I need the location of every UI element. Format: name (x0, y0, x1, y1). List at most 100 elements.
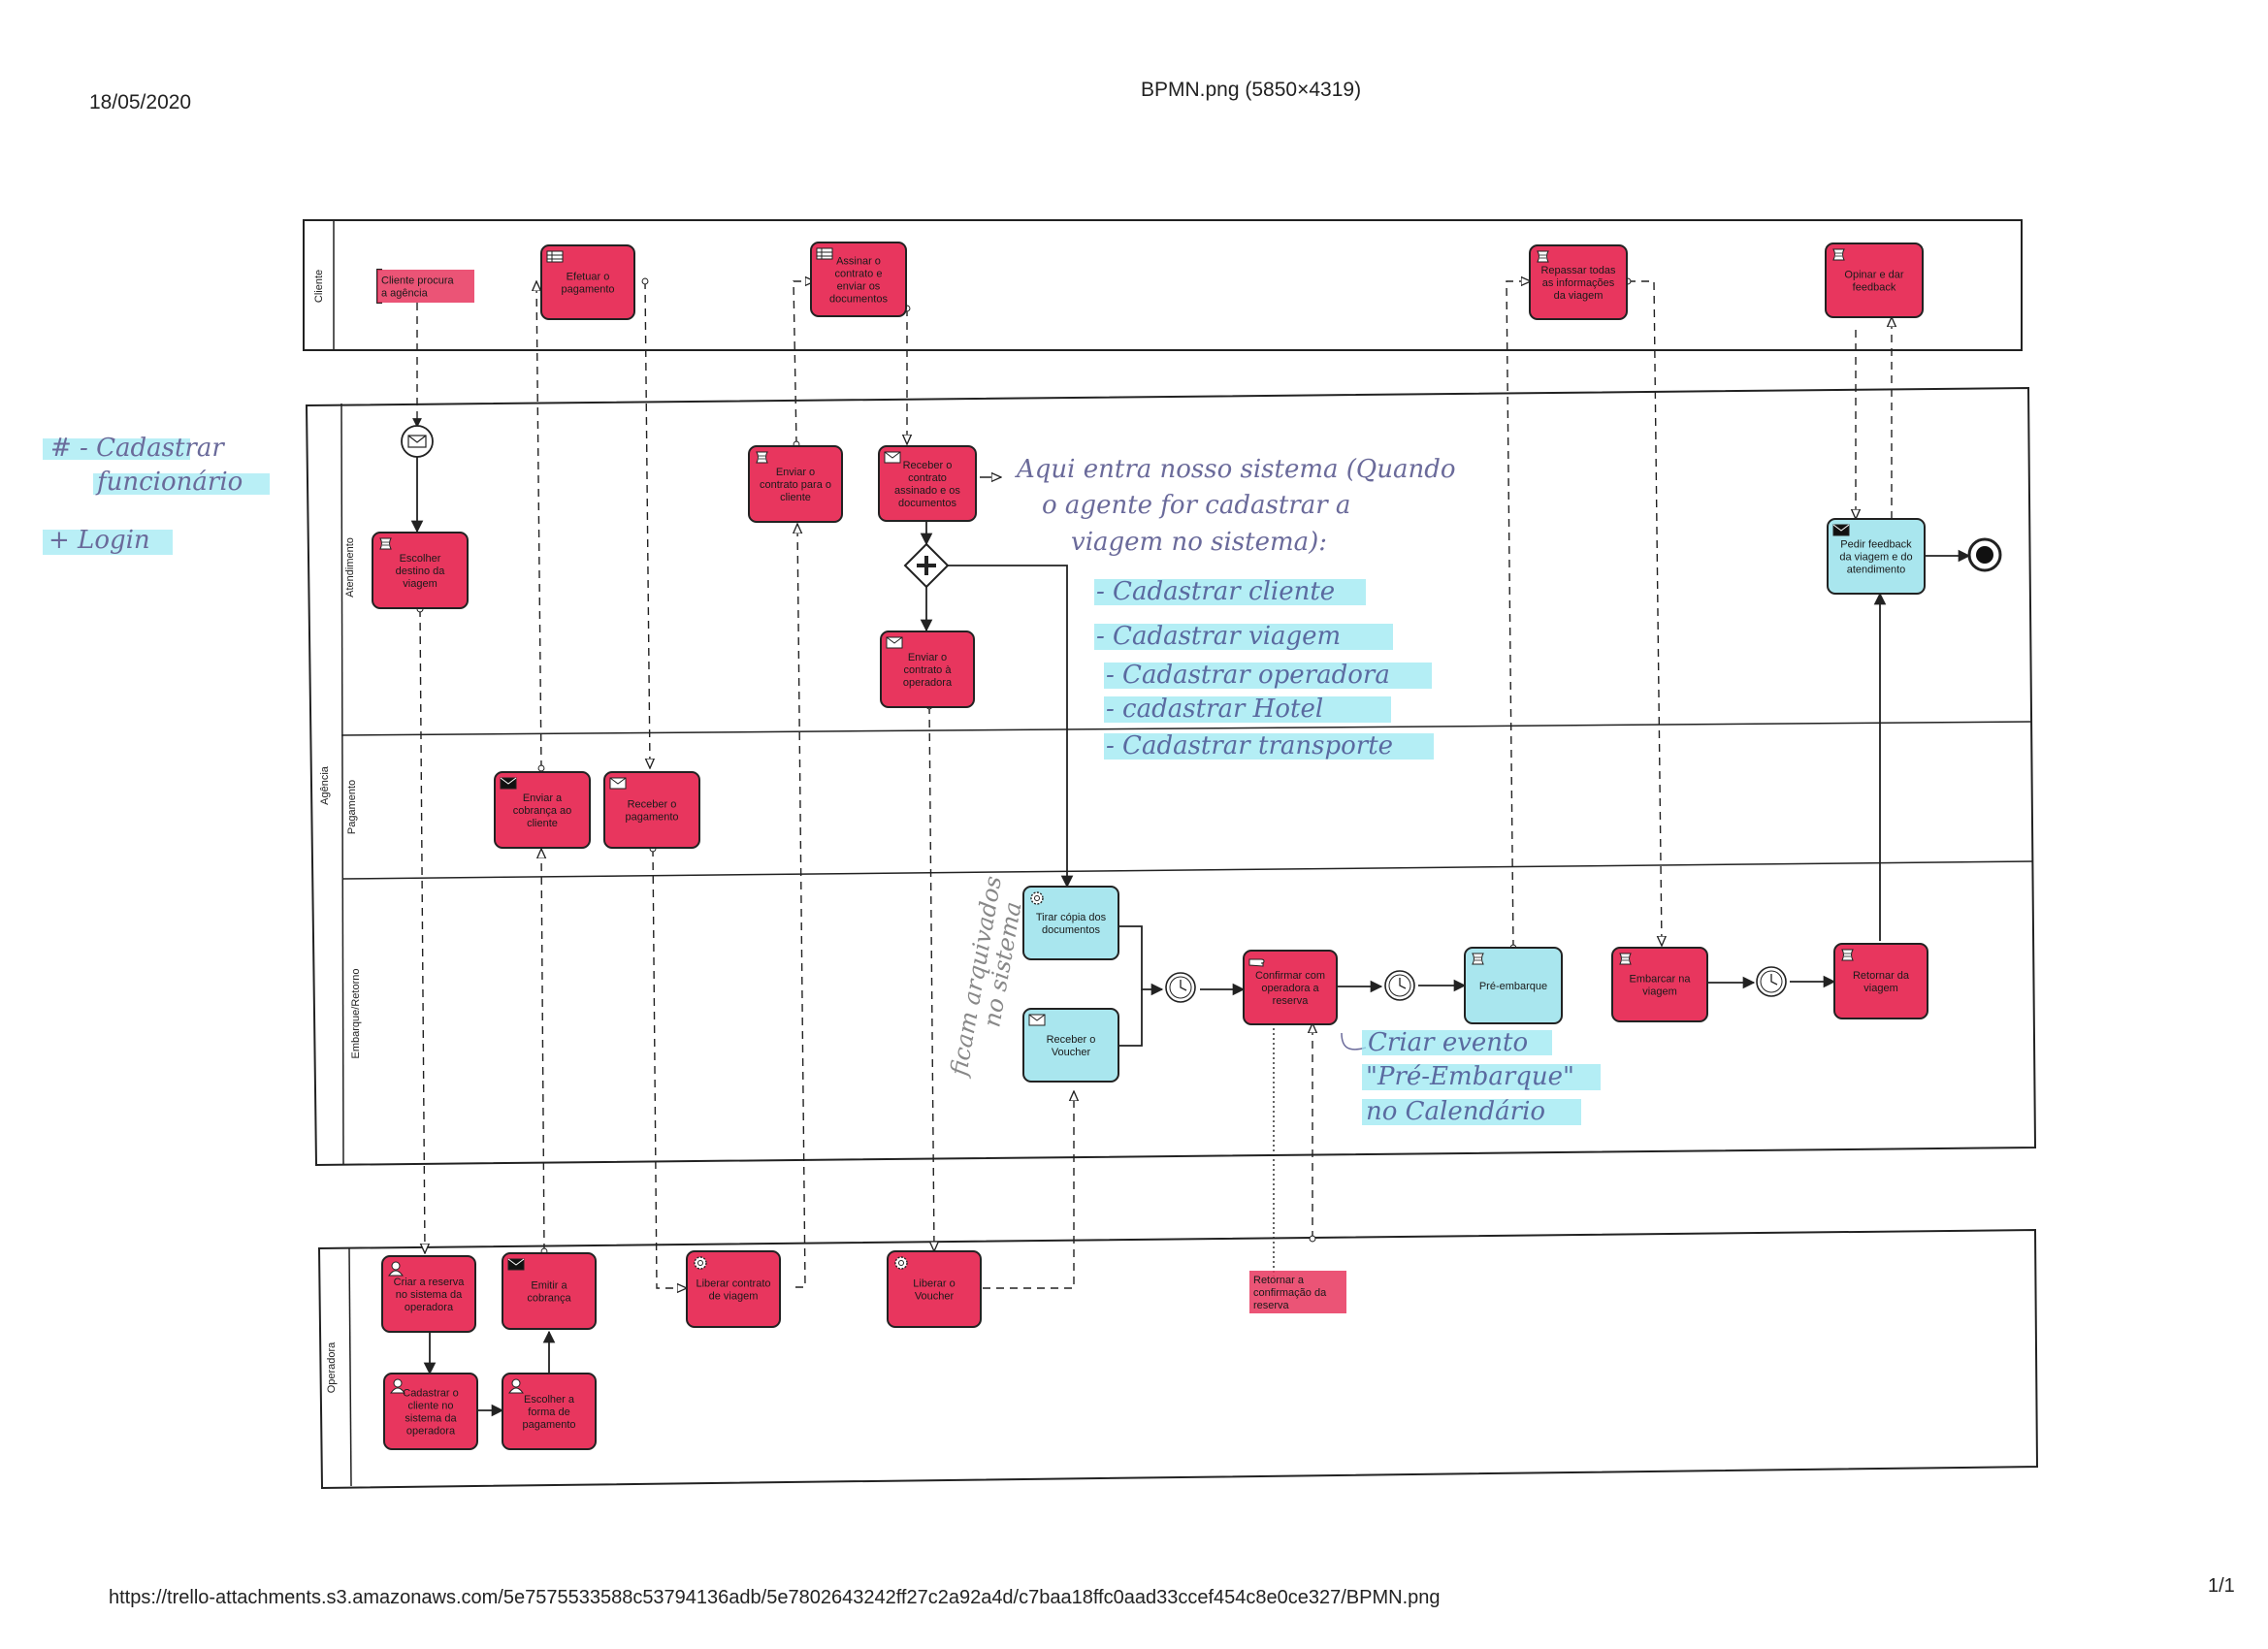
task-label-line: Voucher (915, 1291, 955, 1303)
task-label-line: a agência (381, 288, 429, 300)
task-label-line: destino da (396, 566, 446, 577)
print-date: 18/05/2020 (89, 91, 192, 113)
note-event-3: no Calendário (1366, 1097, 1545, 1126)
lane-label-cliente: Cliente (313, 270, 325, 303)
task-label-line: viagem (1863, 983, 1897, 994)
task-label-line: Receber o (628, 799, 677, 811)
note-cadastrar-funcionario: # - Cadastrar (50, 434, 225, 463)
task-label-line: operadora a (1261, 983, 1319, 994)
task-label-line: Escolher (400, 553, 441, 565)
task-label-line: documentos (898, 498, 956, 509)
task-label-line: Enviar o (908, 652, 947, 663)
task-label-line: pagamento (561, 284, 614, 296)
print-page-number: 1/1 (2208, 1575, 2235, 1597)
print-title: BPMN.png (5850×4319) (1141, 79, 1362, 101)
task-label-line: viagem (403, 578, 437, 590)
note-item-hotel: - cadastrar Hotel (1106, 695, 1323, 724)
task-pre-embarque: Pré-embarque (1464, 947, 1563, 1024)
task-label-line: documentos (829, 294, 888, 306)
task-label-line: Liberar o (913, 1278, 955, 1290)
task-label-line: atendimento (1847, 565, 1906, 576)
task-label-line: as informações (1542, 277, 1615, 289)
print-footer-url: https://trello-attachments.s3.amazonaws.… (109, 1587, 1441, 1608)
task-label-line: assinado e os (894, 485, 960, 497)
task-label-line: contrato para o (760, 479, 831, 491)
note-system-line-1: Aqui entra nosso sistema (Quando (1015, 455, 1456, 484)
task-label-line: Repassar todas (1540, 265, 1616, 276)
task-label-line: Assinar o (836, 256, 881, 268)
task-label-line: confirmação da (1253, 1287, 1327, 1299)
pool-label-agencia: Agência (319, 765, 331, 805)
task-label-line: operadora (405, 1302, 454, 1313)
pool-label-operadora: Operadora (326, 1342, 338, 1393)
task-label-line: viagem (1642, 986, 1676, 998)
message-flows (412, 281, 1892, 1288)
task-label-line: Escolher a (524, 1394, 575, 1406)
task-label-line: Tirar cópia dos (1036, 912, 1107, 923)
task-label-line: pagamento (522, 1419, 575, 1431)
task-label-line: cliente (780, 492, 811, 503)
lane-label-pagamento: Pagamento (346, 780, 358, 834)
task-label-line: Embarcar na (1630, 974, 1692, 986)
note-event-2: "Pré-Embarque" (1366, 1062, 1574, 1091)
lane-label-atendimento: Atendimento (344, 537, 356, 598)
task-label-line: Voucher (1052, 1047, 1091, 1058)
note-event-1: Criar evento (1368, 1028, 1528, 1057)
task-label-line: feedback (1853, 282, 1896, 294)
task-label-line: Pedir feedback (1840, 539, 1912, 551)
note-item-viagem: - Cadastrar viagem (1096, 622, 1341, 651)
task-label-line: cobrança (527, 1293, 571, 1305)
pool-cliente: Cliente (303, 219, 2023, 351)
task-label-line: Emitir a (531, 1280, 567, 1292)
end-event (1967, 537, 2002, 572)
timer-event-1 (1165, 972, 1196, 1003)
task-label-line: enviar os (837, 281, 881, 293)
task-label-line: Enviar o (776, 467, 815, 478)
task-label-line: contrato à (904, 664, 953, 676)
note-funcionario: funcionário (95, 468, 243, 497)
task-label-line: Receber o (1047, 1034, 1096, 1046)
task-label-line: Cadastrar o (403, 1388, 458, 1400)
task-label-line: contrato (908, 472, 947, 484)
pool-operadora: Operadora (317, 1228, 2039, 1490)
note-system-line-3: viagem no sistema): (1071, 528, 1327, 557)
task-label-line: operadora (406, 1426, 456, 1438)
task-label-line: Pré-embarque (1479, 981, 1547, 992)
note-item-operadora: - Cadastrar operadora (1106, 661, 1390, 690)
task-label-line: pagamento (625, 812, 678, 824)
note-item-transporte: - Cadastrar transporte (1106, 731, 1393, 760)
task-label-line: Confirmar com (1255, 970, 1325, 982)
note-system-line-2: o agente for cadastrar a (1042, 491, 1350, 520)
task-label-line: contrato e (835, 269, 883, 280)
task-label-line: forma de (528, 1406, 569, 1418)
task-label-line: da viagem (1554, 290, 1604, 302)
pool-agencia: Agência Atendimento Pagamento Embarque/R… (305, 386, 2037, 1167)
note-login: + Login (49, 526, 150, 555)
task-label-line: reserva (1273, 995, 1310, 1007)
task-label-line: no sistema da (396, 1289, 463, 1301)
